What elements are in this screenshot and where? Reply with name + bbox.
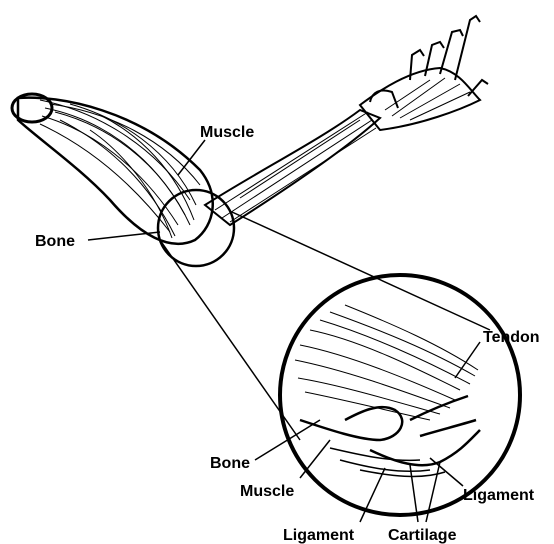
hand-bones xyxy=(385,78,470,120)
label-bone-left: Bone xyxy=(35,233,75,250)
label-ligament-bottom: Ligament xyxy=(283,527,355,544)
thumb xyxy=(370,90,398,108)
hand xyxy=(360,16,488,130)
detail-ligaments xyxy=(330,448,445,476)
finger-3 xyxy=(440,30,463,74)
label-ligament-right: Ligament xyxy=(463,487,535,504)
finger-4 xyxy=(455,16,480,80)
elbow-detail xyxy=(280,275,520,515)
label-muscle-top: Muscle xyxy=(200,124,254,141)
detail-bone-joint xyxy=(300,396,480,465)
cartilage-leader-2 xyxy=(426,462,440,522)
detail-circle xyxy=(280,275,520,515)
label-tendon: Tendon xyxy=(483,329,540,346)
label-muscle-detail: Muscle xyxy=(240,483,294,500)
upper-arm-muscle-fibers xyxy=(40,100,200,238)
tendon-leader xyxy=(455,342,480,378)
bone-detail-leader xyxy=(255,420,320,460)
label-bone-detail: Bone xyxy=(210,455,250,472)
label-cartilage: Cartilage xyxy=(388,527,457,544)
muscle-detail-leader xyxy=(300,440,330,478)
pinky xyxy=(468,80,488,96)
upper-arm-outline xyxy=(18,98,213,244)
